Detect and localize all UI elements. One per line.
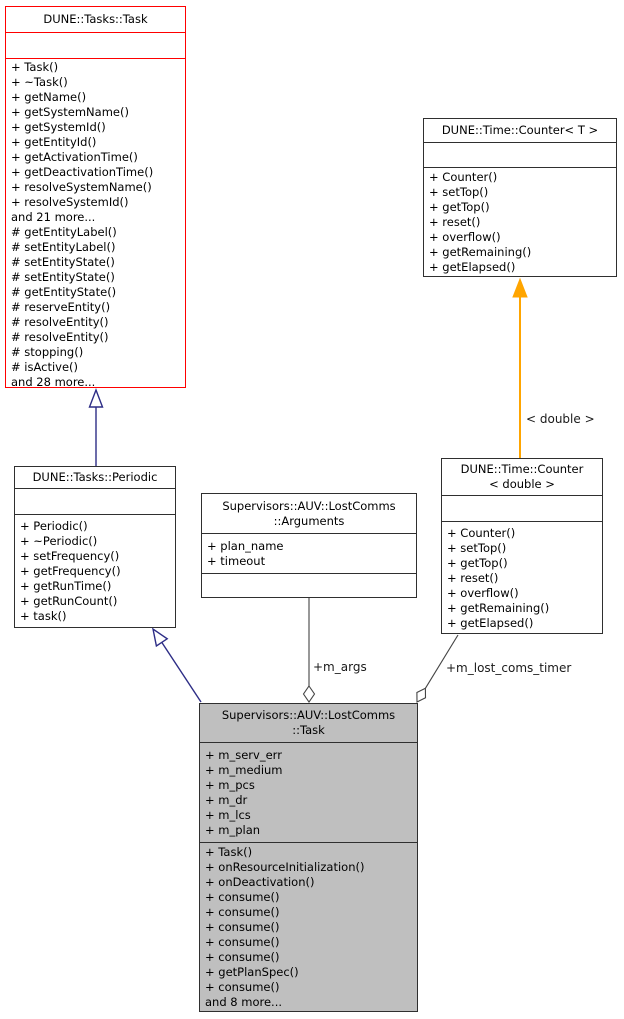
class-attributes-compartment: [15, 489, 175, 515]
aggregation-edge-m-lost-coms-timer: [416, 634, 459, 703]
member-line: # reserveEntity(): [11, 300, 111, 314]
member-line: + ~Periodic(): [20, 534, 98, 548]
member-line: + onResourceInitialization(): [205, 860, 365, 874]
class-box-dune-tasks-periodic[interactable]: DUNE::Tasks::Periodic + Periodic()+ ~Per…: [14, 466, 176, 628]
member-line: + getTop(): [429, 200, 490, 214]
member-line: + getRemaining(): [447, 601, 550, 615]
class-methods-compartment: [202, 574, 416, 597]
member-line: + setTop(): [429, 185, 489, 199]
member-line: # isActive(): [11, 360, 79, 374]
class-attributes-compartment: [6, 33, 185, 59]
class-title: DUNE::Time::Counter< T >: [424, 119, 616, 143]
member-line: + getRemaining(): [429, 245, 532, 259]
member-line: + consume(): [205, 905, 280, 919]
member-line: + m_dr: [205, 793, 248, 807]
member-line: + consume(): [205, 935, 280, 949]
member-line: # stopping(): [11, 345, 84, 359]
member-line: # getEntityLabel(): [11, 225, 117, 239]
member-line: + Counter(): [447, 526, 516, 540]
member-line: + consume(): [205, 890, 280, 904]
class-box-supervisors-auv-lostcomms-task-current[interactable]: Supervisors::AUV::LostComms ::Task + m_s…: [199, 703, 418, 1012]
member-line: # setEntityState(): [11, 255, 115, 269]
member-line: + task(): [20, 609, 67, 623]
class-methods-compartment: + Task()+ onResourceInitialization()+ on…: [200, 843, 417, 1011]
member-line: + getElapsed(): [447, 616, 534, 630]
member-line: + getActivationTime(): [11, 150, 138, 164]
edge-label-m-args: +m_args: [313, 660, 367, 674]
class-attributes-compartment: + m_serv_err+ m_medium+ m_pcs+ m_dr+ m_l…: [200, 743, 417, 843]
member-line: # setEntityLabel(): [11, 240, 116, 254]
class-attributes-compartment: [442, 496, 602, 522]
class-attributes-compartment: [424, 143, 616, 168]
member-line: + getFrequency(): [20, 564, 121, 578]
member-line: + consume(): [205, 920, 280, 934]
member-line: + getSystemId(): [11, 120, 106, 134]
member-line: + reset(): [429, 215, 481, 229]
member-line: + Task(): [205, 845, 253, 859]
member-line: + getEntityId(): [11, 135, 97, 149]
member-line: + Periodic(): [20, 519, 88, 533]
member-line: + m_medium: [205, 763, 283, 777]
member-line: + getPlanSpec(): [205, 965, 299, 979]
member-line: + Task(): [11, 60, 59, 74]
inheritance-edge-periodic-to-task: [88, 388, 104, 466]
member-line: + plan_name: [207, 539, 284, 553]
member-line: + m_plan: [205, 823, 261, 837]
member-line: + getRunTime(): [20, 579, 112, 593]
edge-label-m-lost-coms-timer: +m_lost_coms_timer: [446, 661, 572, 675]
member-line: + reset(): [447, 571, 499, 585]
member-line: + m_pcs: [205, 778, 255, 792]
member-line: + timeout: [207, 554, 266, 568]
member-line: and 28 more...: [11, 375, 96, 387]
member-line: + getElapsed(): [429, 260, 516, 274]
class-attributes-compartment: + plan_name+ timeout: [202, 534, 416, 574]
member-line: + overflow(): [447, 586, 519, 600]
class-methods-compartment: + Counter()+ setTop()+ getTop()+ reset()…: [424, 168, 616, 276]
member-line: + ~Task(): [11, 75, 68, 89]
member-line: + consume(): [205, 950, 280, 964]
class-title: DUNE::Tasks::Periodic: [15, 467, 175, 489]
template-instantiation-edge-counter-double-to-counter-t: [512, 277, 528, 458]
class-methods-compartment: + Counter()+ setTop()+ getTop()+ reset()…: [442, 522, 602, 633]
member-line: + setTop(): [447, 541, 507, 555]
class-methods-compartment: + Periodic()+ ~Periodic()+ setFrequency(…: [15, 515, 175, 627]
member-line: + getTop(): [447, 556, 508, 570]
class-box-dune-time-counter-double[interactable]: DUNE::Time::Counter < double > + Counter…: [441, 458, 603, 634]
member-line: + Counter(): [429, 170, 498, 184]
member-line: + setFrequency(): [20, 549, 120, 563]
aggregation-edge-m-args: [302, 598, 316, 703]
class-box-supervisors-auv-lostcomms-arguments[interactable]: Supervisors::AUV::LostComms ::Arguments …: [201, 493, 417, 598]
member-line: + m_serv_err: [205, 748, 282, 762]
member-line: + onDeactivation(): [205, 875, 315, 889]
member-line: and 8 more...: [205, 995, 283, 1009]
member-line: + getDeactivationTime(): [11, 165, 154, 179]
member-line: # resolveEntity(): [11, 330, 109, 344]
class-title: Supervisors::AUV::LostComms ::Task: [200, 704, 417, 743]
member-line: and 21 more...: [11, 210, 96, 224]
member-line: # resolveEntity(): [11, 315, 109, 329]
class-box-dune-tasks-task[interactable]: DUNE::Tasks::Task + Task()+ ~Task()+ get…: [5, 6, 186, 388]
member-line: + getName(): [11, 90, 87, 104]
member-line: + consume(): [205, 980, 280, 994]
class-title: DUNE::Time::Counter < double >: [442, 459, 602, 496]
member-line: + resolveSystemName(): [11, 180, 152, 194]
member-line: # getEntityState(): [11, 285, 117, 299]
member-line: + getRunCount(): [20, 594, 118, 608]
inheritance-edge-lostcomms-task-to-periodic: [151, 627, 202, 703]
class-title: Supervisors::AUV::LostComms ::Arguments: [202, 494, 416, 534]
member-line: # setEntityState(): [11, 270, 115, 284]
member-line: + resolveSystemId(): [11, 195, 129, 209]
class-box-dune-time-counter-t[interactable]: DUNE::Time::Counter< T > + Counter()+ se…: [423, 118, 617, 277]
class-title: DUNE::Tasks::Task: [6, 7, 185, 33]
member-line: + m_lcs: [205, 808, 251, 822]
member-line: + getSystemName(): [11, 105, 129, 119]
edge-label-template-double: < double >: [526, 412, 595, 426]
class-methods-compartment: + Task()+ ~Task()+ getName()+ getSystemN…: [6, 59, 185, 387]
member-line: + overflow(): [429, 230, 501, 244]
